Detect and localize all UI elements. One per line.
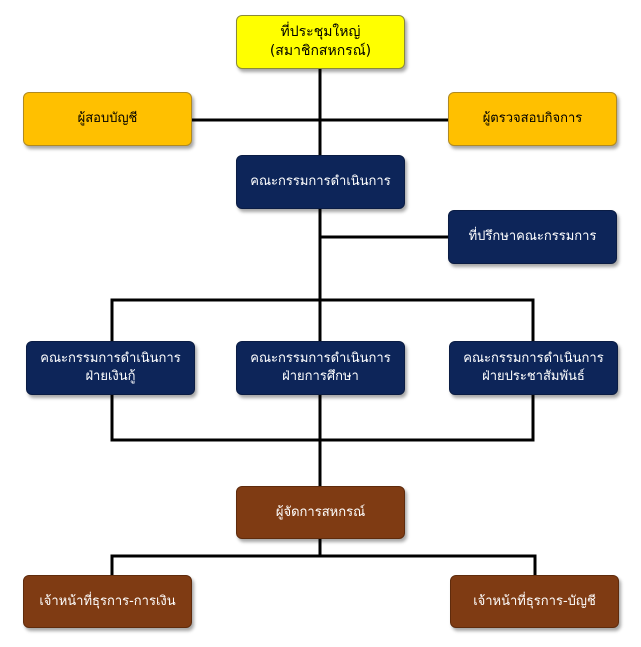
manager-box: ผู้จัดการสหกรณ์ [236, 486, 405, 539]
advisor-box: ที่ปรึกษาคณะกรรมการ [448, 210, 617, 264]
connector-officers [110, 554, 537, 576]
pr-committee-box: คณะกรรมการดำเนินการ ฝ่ายประชาสัมพันธ์ [449, 341, 618, 395]
inspector-box: ผู้ตรวจสอบกิจการ [448, 92, 617, 146]
connector-committees-bottom [110, 394, 535, 442]
loan-committee-box: คณะกรรมการดำเนินการ ฝ่ายเงินกู้ [26, 341, 195, 395]
general-assembly-box: ที่ประชุมใหญ่ (สมาชิกสหกรณ์) [236, 15, 405, 69]
education-committee-box: คณะกรรมการดำเนินการ ฝ่ายการศึกษา [236, 341, 405, 395]
board-box: คณะกรรมการดำเนินการ [236, 155, 405, 209]
auditor-box: ผู้สอบบัญชี [23, 92, 192, 146]
finance-officer-box: เจ้าหน้าที่ธุรการ-การเงิน [23, 575, 192, 628]
connector-committees-top [110, 298, 535, 342]
accounting-officer-box: เจ้าหน้าที่ธุรการ-บัญชี [450, 575, 619, 628]
